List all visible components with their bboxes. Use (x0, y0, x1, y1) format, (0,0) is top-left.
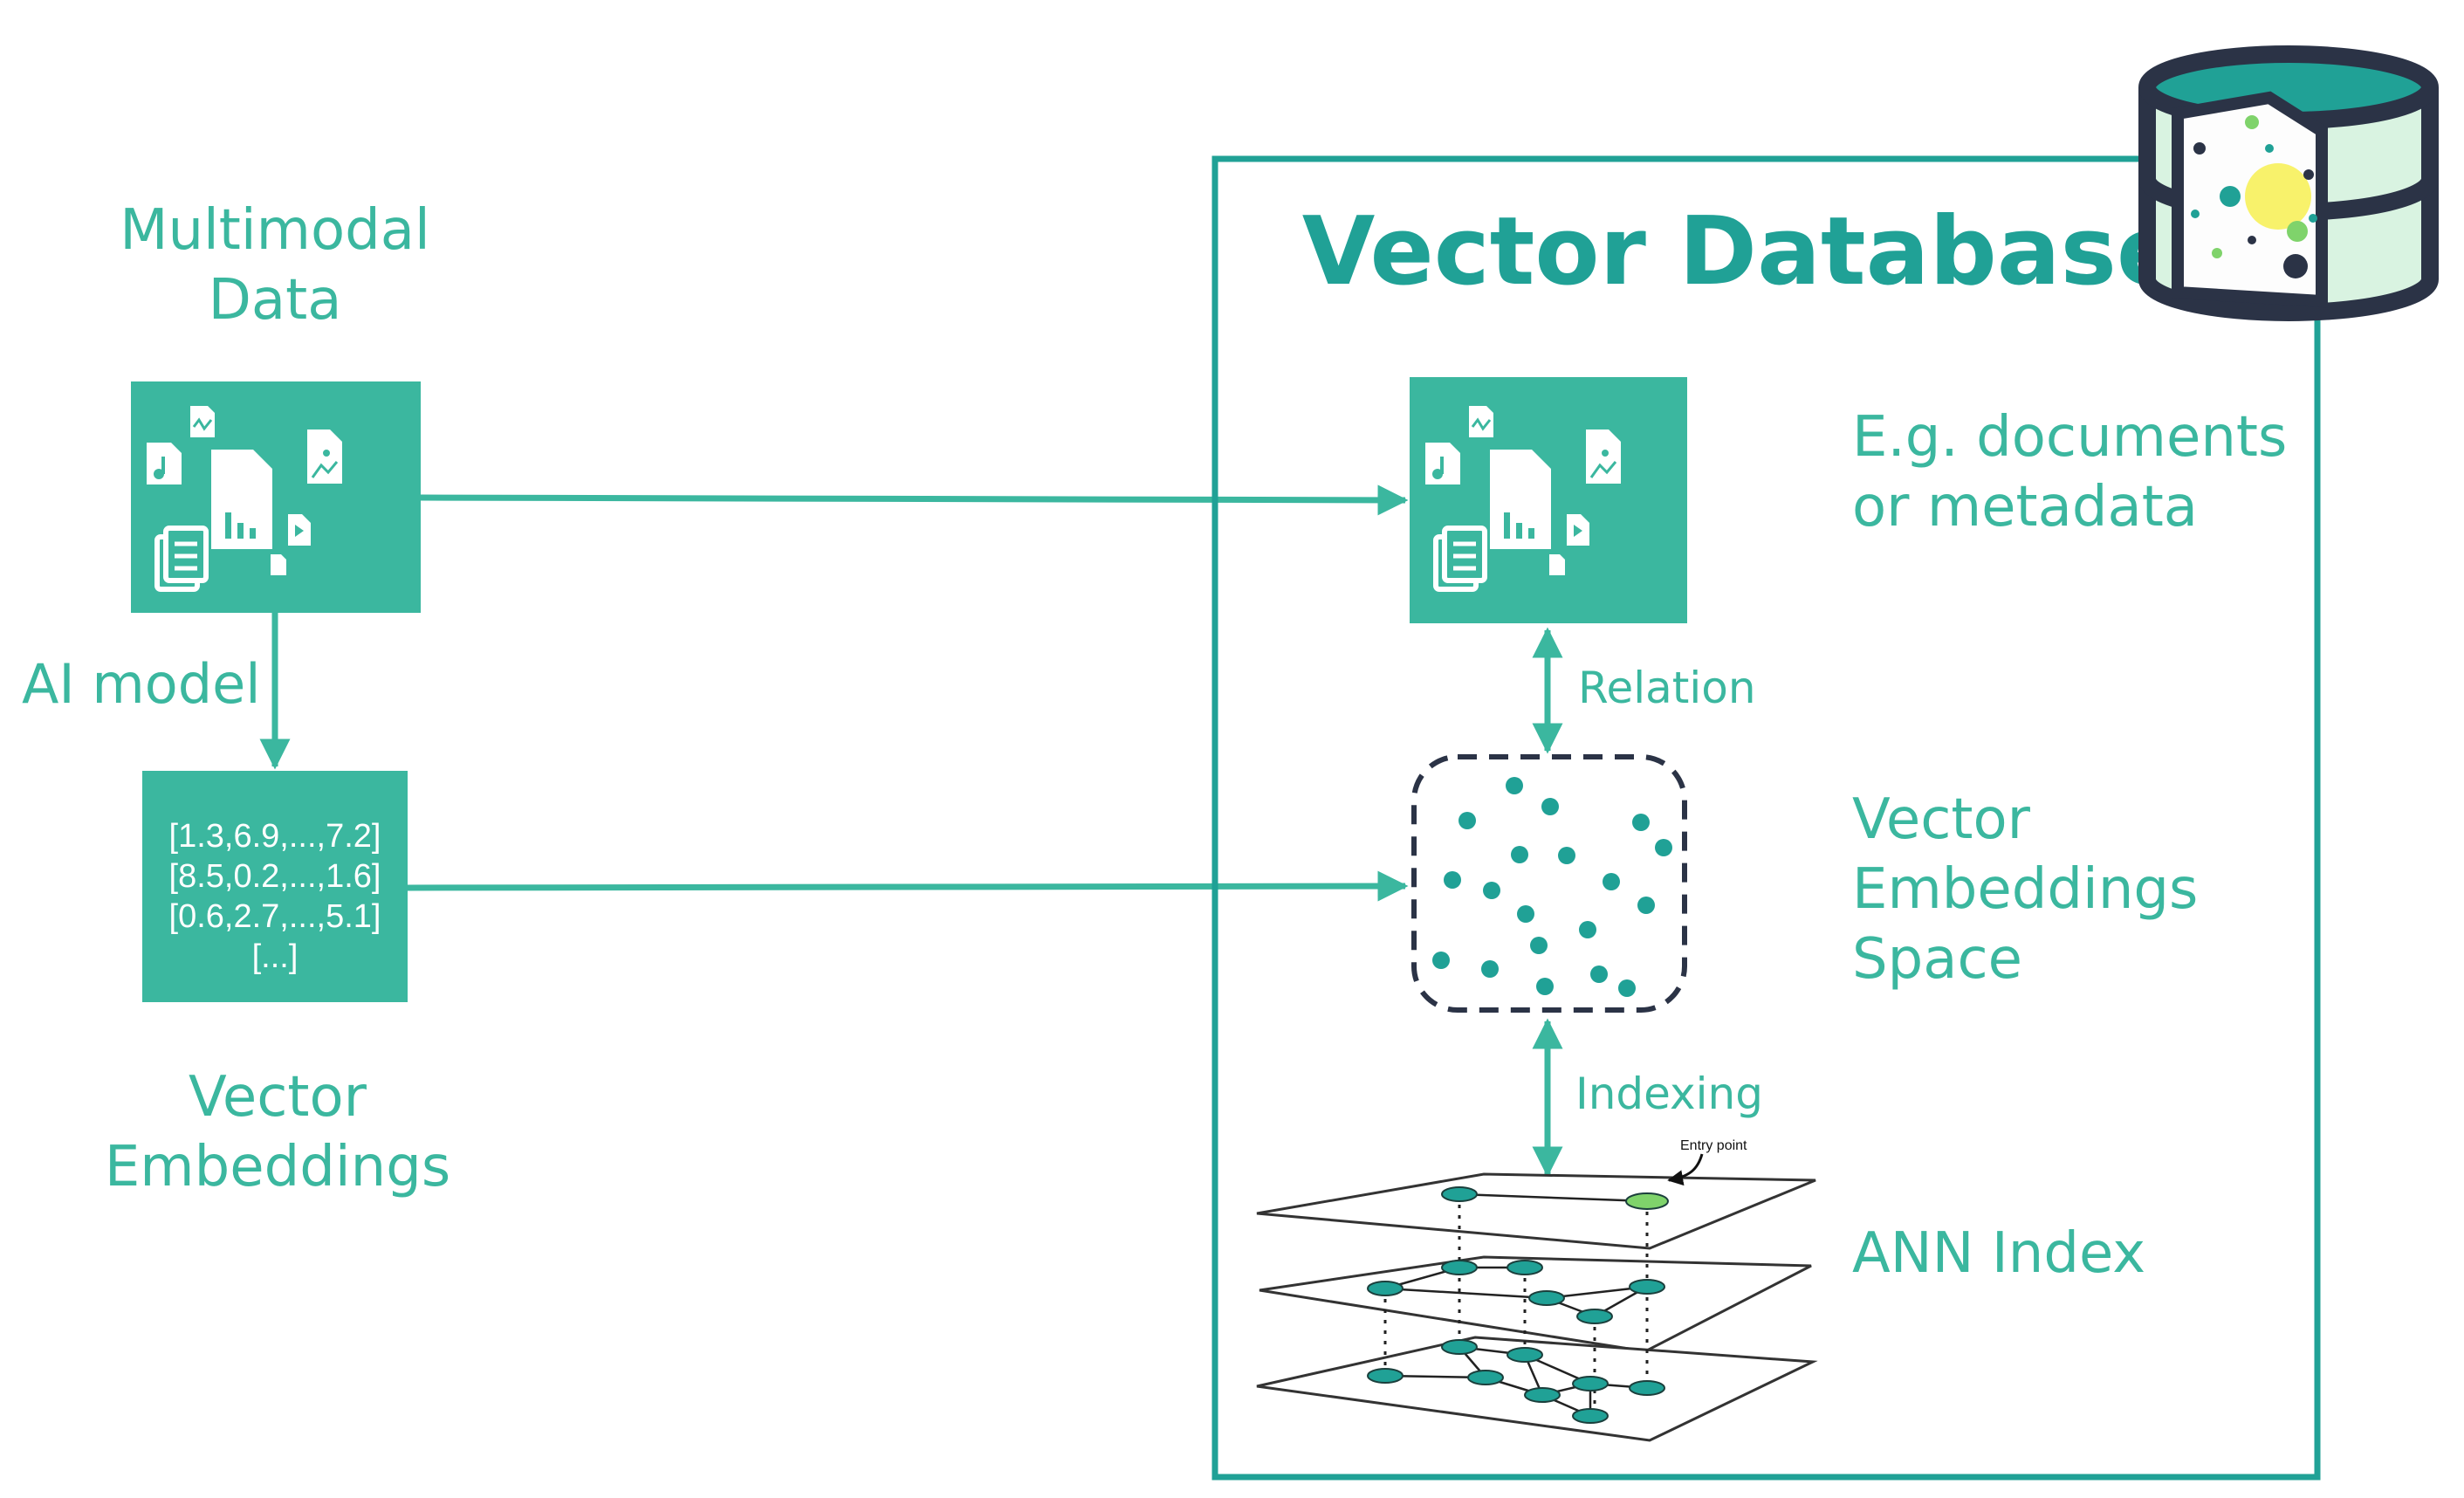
indexing-label: Indexing (1575, 1069, 1763, 1119)
entry-point-node (1625, 1192, 1669, 1210)
ai-model-label: AI model (22, 652, 260, 716)
entry-point-label: Entry point (1680, 1138, 1747, 1153)
vector-row-3: [0.6,2.7,...,5.1] (169, 898, 381, 935)
documents-label-line1: E.g. documents (1852, 405, 2287, 470)
ann-index-graph: Entry point (1256, 1138, 1818, 1442)
embeddings-to-space-arrow (407, 870, 1409, 902)
vector-row-4: [...] (252, 938, 299, 975)
ann-index-label: ANN Index (1852, 1221, 2145, 1286)
vector-embeddings-box: [1.3,6.9,...,7.2] [8.5,0.2,...,1.6] [0.6… (142, 771, 408, 1002)
embeddings-label-line2: Embeddings (105, 1135, 450, 1199)
space-label-line1: Vector (1852, 787, 2031, 852)
entry-point-pointer (1667, 1153, 1704, 1186)
database-cylinder-icon (2138, 45, 2439, 321)
vector-row-1: [1.3,6.9,...,7.2] (169, 818, 381, 855)
documents-label-line2: or metadata (1852, 475, 2198, 539)
embeddings-label-line1: Vector (189, 1065, 367, 1130)
vector-row-2: [8.5,0.2,...,1.6] (169, 858, 381, 895)
data-to-documents-arrow (420, 484, 1409, 516)
embedding-space (1411, 754, 1687, 1013)
space-label-line2: Embeddings (1852, 857, 2198, 922)
multimodal-title-line2: Data (209, 268, 342, 333)
space-label-line3: Space (1852, 927, 2022, 992)
relation-label: Relation (1578, 663, 1756, 713)
vector-database-frame (1211, 155, 2321, 1481)
multimodal-title-line1: Multimodal (120, 198, 430, 263)
multimodal-data-box (131, 381, 421, 613)
documents-box (1410, 377, 1687, 623)
vector-database-title: Vector Database (1302, 197, 2180, 306)
